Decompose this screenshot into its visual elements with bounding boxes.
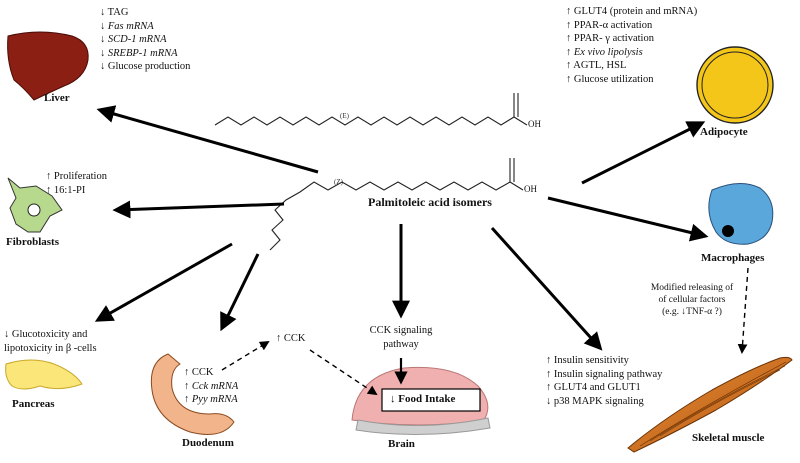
liver-effect-5: ↓ Glucose production [100, 61, 191, 72]
duodenum-effect-1: ↑ CCK [184, 367, 214, 378]
food-intake-box [381, 388, 481, 412]
pancreas-effect-1: ↓ Glucotoxicity and [4, 329, 88, 340]
muscle-effect-4: ↓ p38 MAPK signaling [546, 395, 644, 407]
molecule-trans-isomer [214, 93, 528, 126]
pancreas-icon [5, 359, 83, 390]
arrow-to-fibroblasts [112, 200, 285, 219]
arrow-to-liver [96, 105, 319, 174]
brain-pathway-2: pathway [383, 338, 419, 350]
liver-effect-2: ↓ Fas mRNA [100, 20, 154, 32]
brain-pathway-1: CCK signaling [369, 325, 433, 336]
duodenum-effects: ↑ CCK ↑ Cck mRNA ↑ Pyy mRNA [184, 366, 238, 407]
pancreas-label: Pancreas [12, 398, 55, 410]
adipocyte-effect-6: ↑ Glucose utilization [566, 73, 654, 85]
adipocyte-effect-1: ↑ GLUT4 (protein and mRNA) [566, 6, 698, 17]
arrow-to-duodenum [220, 253, 260, 332]
hydroxyl-label-bottom: OH [524, 184, 537, 194]
fibroblast-icon [7, 177, 63, 233]
duodenum-effect-3: ↑ Pyy mRNA [184, 394, 238, 405]
adipocyte-effect-3: ↑ PPAR- γ activation [566, 33, 654, 44]
muscle-effect-1: ↑ Insulin sensitivity [546, 355, 629, 366]
duodenum-label: Duodenum [182, 437, 234, 449]
macrophage-icon [708, 183, 774, 245]
hydroxyl-label-top: OH [528, 119, 541, 129]
fibroblast-effect-2: ↑ 16:1-PI [46, 184, 86, 196]
macrophage-note: Modified releasing of of cellular factor… [636, 282, 748, 318]
macrophage-note-2: of cellular factors [658, 295, 726, 305]
fibroblast-effects: ↑ Proliferation ↑ 16:1-PI [46, 170, 107, 197]
muscle-effect-3: ↑ GLUT4 and GLUT1 [546, 382, 641, 393]
stereo-label-top: (E) [340, 112, 349, 120]
liver-effect-1: ↓ TAG [100, 7, 129, 18]
liver-effects: ↓ TAG ↓ Fas mRNA ↓ SCD-1 mRNA ↓ SREBP-1 … [100, 6, 190, 74]
adipocyte-effect-2: ↑ PPAR-α activation [566, 19, 653, 31]
dashed-arrow-cck-to-brain [309, 349, 378, 396]
pancreas-effect-2: lipotoxicity in β -cells [4, 342, 97, 354]
adipocyte-icon [696, 46, 774, 124]
liver-icon [7, 31, 89, 101]
liver-effect-4: ↓ SREBP-1 mRNA [100, 47, 178, 59]
circulating-cck-label: ↑ CCK [276, 333, 306, 344]
fibroblasts-label: Fibroblasts [6, 236, 59, 248]
macrophages-label: Macrophages [701, 252, 765, 264]
brain-label: Brain [388, 438, 415, 450]
skeletal-muscle-icon [627, 356, 793, 453]
muscle-effect-2: ↑ Insulin signaling pathway [546, 368, 663, 380]
adipocyte-label: Adipocyte [700, 126, 748, 138]
macrophage-note-1: Modified releasing of [650, 283, 734, 293]
molecule-cis-isomer [269, 158, 524, 251]
center-label: Palmitoleic acid isomers [368, 195, 492, 209]
arrow-to-macrophages [547, 196, 709, 242]
liver-label: Liver [44, 92, 70, 104]
adipocyte-effect-4: ↑ Ex vivo lipolysis [566, 46, 643, 58]
arrow-to-adipocyte [581, 121, 706, 185]
macrophage-note-3: (e.g. ↓TNF-α ?) [662, 307, 722, 317]
arrow-to-muscle [490, 226, 603, 351]
brain-pathway: CCK signaling pathway [354, 324, 448, 351]
muscle-effects: ↑ Insulin sensitivity ↑ Insulin signalin… [546, 354, 662, 408]
food-intake-text: ↓ Food Intake [390, 393, 456, 405]
skeletal-muscle-label: Skeletal muscle [692, 432, 765, 444]
stereo-label-bottom: (Z) [334, 178, 343, 186]
arrow-to-pancreas [94, 242, 233, 322]
fibroblast-effect-1: ↑ Proliferation [46, 171, 107, 182]
pancreas-effects: ↓ Glucotoxicity and lipotoxicity in β -c… [4, 328, 97, 355]
liver-effect-3: ↓ SCD-1 mRNA [100, 34, 167, 45]
adipocyte-effects: ↑ GLUT4 (protein and mRNA) ↑ PPAR-α acti… [566, 5, 697, 86]
adipocyte-effect-5: ↑ AGTL, HSL [566, 60, 627, 71]
duodenum-icon [150, 353, 235, 435]
duodenum-effect-2: ↑ Cck mRNA [184, 380, 239, 392]
